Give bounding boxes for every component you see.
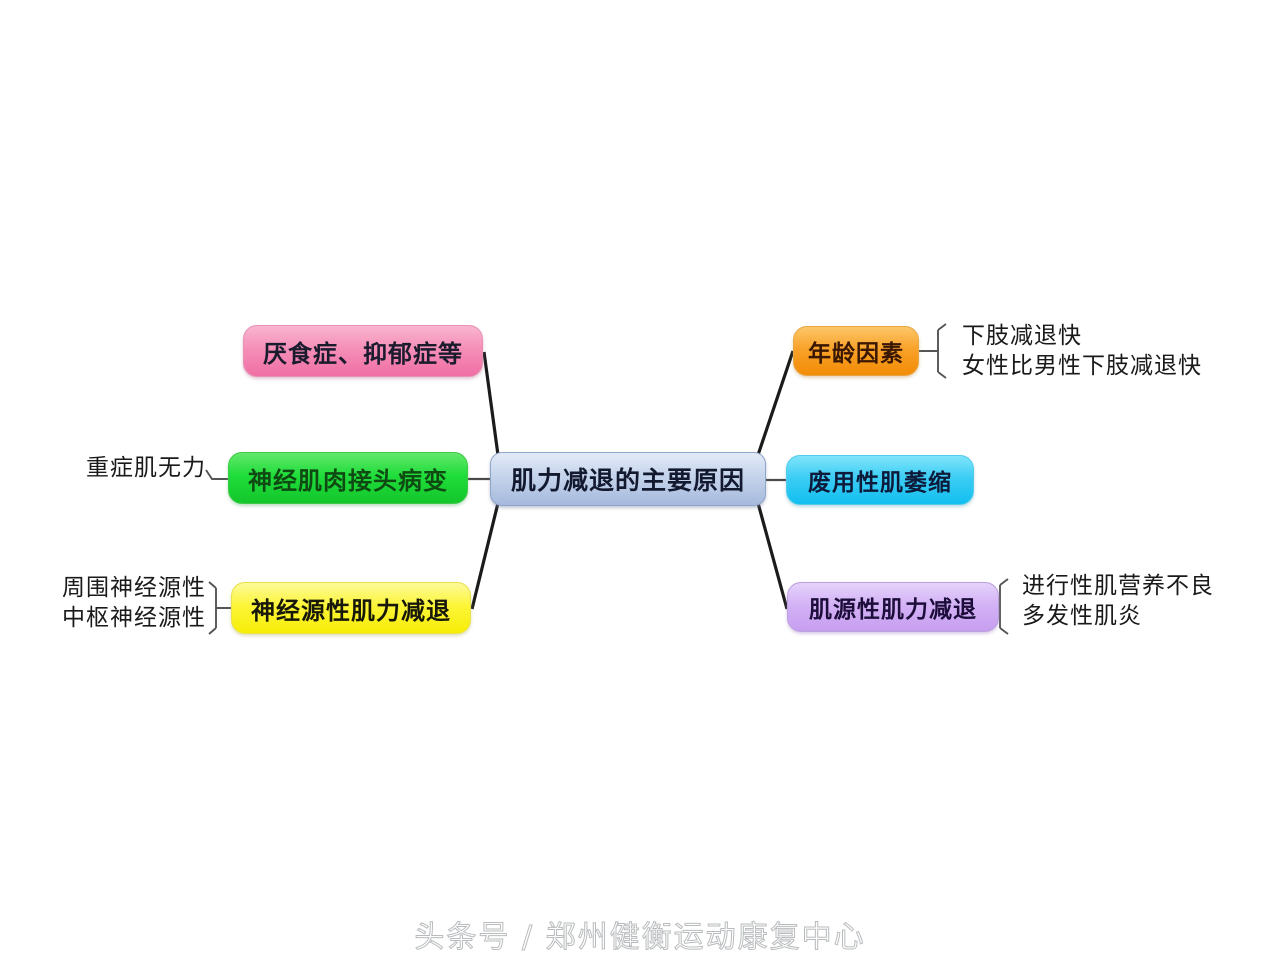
leaf-progressive-muscular-dystrophy: 进行性肌营养不良 <box>1022 572 1214 598</box>
leaf-female-faster-decline: 女性比男性下肢减退快 <box>962 352 1202 379</box>
leaf-peripheral-neurogenic: 周围神经源性 <box>62 574 206 600</box>
edge-neurogenic-to-leaves <box>208 581 231 635</box>
node-age-factor[interactable]: 年龄因素 <box>793 326 919 376</box>
leaf-polymyositis: 多发性肌炎 <box>1022 602 1142 629</box>
leaf-lower-limb-decline: 下肢减退快 <box>962 322 1082 348</box>
edge-center-to-neurogenic <box>470 502 500 610</box>
node-myogenic[interactable]: 肌源性肌力减退 <box>787 582 999 632</box>
edge-age-factor-to-leaves <box>919 323 947 379</box>
leaf-myasthenia-gravis: 重症肌无力 <box>86 454 206 480</box>
node-neurogenic[interactable]: 神经源性肌力减退 <box>231 582 471 634</box>
edge-myogenic-to-leaves <box>999 578 1009 635</box>
leaf-group-neurogenic: 周围神经源性 中枢神经源性 <box>44 572 206 633</box>
node-eating-disorder[interactable]: 厌食症、抑郁症等 <box>243 325 483 377</box>
node-neuromuscular-junction[interactable]: 神经肌肉接头病变 <box>228 452 468 504</box>
edge-center-to-myogenic <box>756 502 789 610</box>
edge-center-to-age-factor <box>756 350 795 456</box>
edge-center-to-eating-disorder <box>482 351 500 456</box>
leaf-central-neurogenic: 中枢神经源性 <box>62 604 206 631</box>
leaf-group-myogenic: 进行性肌营养不良 多发性肌炎 <box>1022 570 1214 631</box>
leaf-group-neuromuscular-junction: 重症肌无力 <box>64 452 206 482</box>
edge-neuromuscular-junction-to-leaves <box>205 469 228 480</box>
watermark: 头条号 / 郑州健衡运动康复中心 <box>414 920 866 956</box>
node-disuse-atrophy[interactable]: 废用性肌萎缩 <box>786 455 974 505</box>
leaf-group-age-factor: 下肢减退快 女性比男性下肢减退快 <box>962 320 1202 381</box>
node-center[interactable]: 肌力减退的主要原因 <box>490 452 766 506</box>
